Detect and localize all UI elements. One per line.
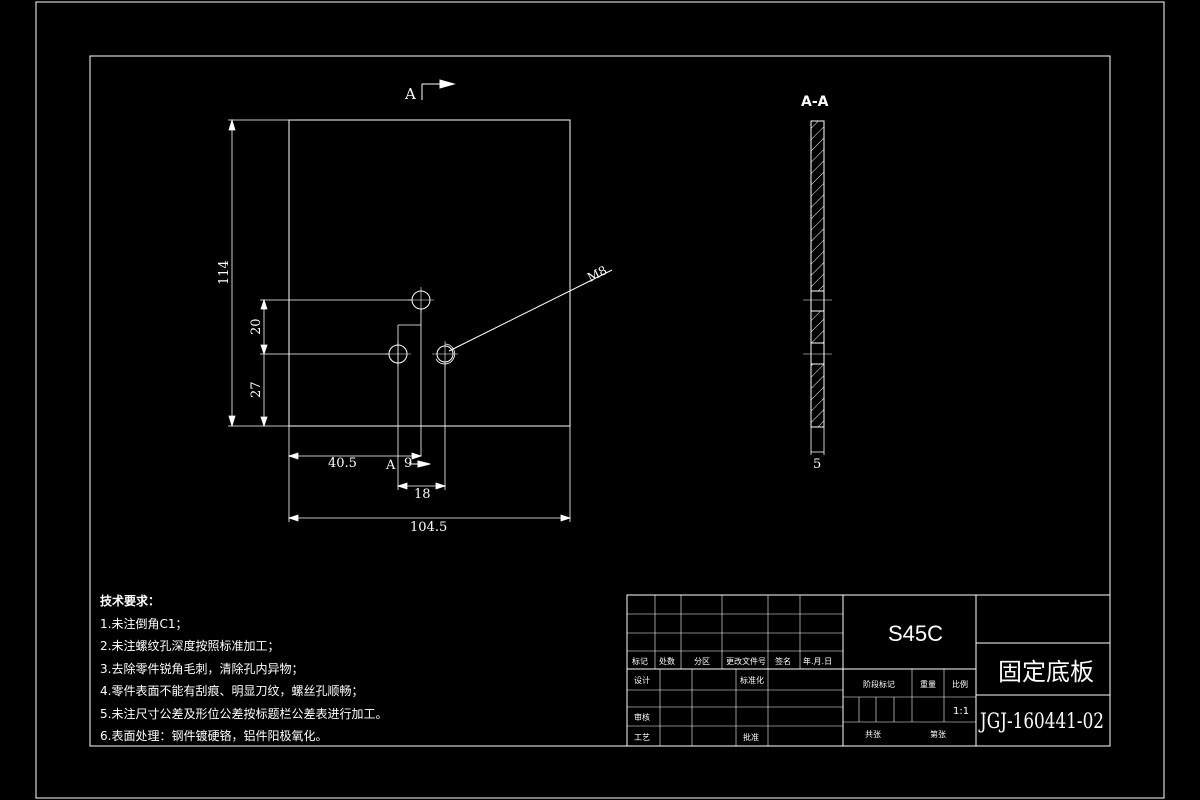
drawing-number-text: JGJ-160441-02 — [978, 709, 1104, 733]
outer-border — [35, 1, 1165, 799]
tech-item: 1.未注倒角C1； — [100, 616, 188, 631]
thread-leader — [448, 269, 613, 352]
header-zone: 分区 — [694, 657, 710, 666]
tech-item: 5.未注尺寸公差及形位公差按标题栏公差表进行加工。 — [100, 706, 388, 721]
inner-frame — [89, 55, 1111, 747]
dim-hole-dx: 18 — [414, 487, 431, 502]
header-signature: 签名 — [775, 656, 791, 666]
label-scale: 比例 — [952, 679, 968, 689]
dim-thickness: 5 — [813, 457, 821, 472]
section-label-top: A — [404, 85, 416, 103]
thread-label: M8 — [585, 263, 609, 285]
part-name-text: 固定底板 — [998, 658, 1094, 686]
dim-height-lower: 27 — [249, 381, 264, 398]
header-mark: 标记 — [632, 656, 648, 666]
section-view — [803, 120, 832, 455]
label-sheet-total: 共张 — [865, 730, 881, 739]
tech-item: 4.零件表面不能有刮痕、明显刀纹，螺丝孔顺畅； — [100, 684, 364, 698]
header-date: 年.月.日 — [803, 656, 832, 666]
label-process: 工艺 — [634, 733, 650, 742]
extension-lines — [228, 119, 571, 522]
label-review: 审核 — [634, 712, 650, 722]
section-arrow-bottom — [409, 460, 431, 468]
dim-offset-x: 40.5 — [328, 456, 357, 471]
dim-height-upper: 20 — [249, 318, 264, 335]
label-approve: 批准 — [743, 732, 759, 742]
header-count: 处数 — [659, 656, 675, 666]
label-sheet-no: 第张 — [930, 729, 946, 739]
section-label-bottom: A — [385, 458, 396, 473]
header-change-doc: 更改文件号 — [726, 656, 766, 666]
tech-requirements-title: 技术要求： — [100, 594, 161, 608]
section-title: A-A — [801, 94, 829, 110]
tech-item: 2.未注螺纹孔深度按照标准加工； — [100, 639, 280, 653]
label-stage-mark: 阶段标记 — [863, 679, 895, 689]
tech-item: 3.去除零件锐角毛刺，清除孔内异物； — [100, 661, 304, 676]
material-text: S45C — [888, 621, 943, 646]
dim-hole-small: 9 — [404, 456, 412, 471]
label-design: 设计 — [634, 675, 650, 685]
threaded-hole — [432, 341, 458, 367]
scale-text: 1:1 — [953, 706, 969, 717]
tech-item: 6.表面处理：钢件镀硬铬，铝件阳极氧化。 — [100, 729, 328, 743]
technical-requirements: 技术要求： 1.未注倒角C1； 2.未注螺纹孔深度按照标准加工； 3.去除零件锐… — [100, 590, 387, 748]
dim-height-total: 114 — [217, 260, 232, 285]
section-arrow-top — [421, 79, 456, 100]
label-weight: 重量 — [920, 679, 936, 689]
plate-outline — [288, 119, 571, 427]
label-standardize: 标准化 — [740, 675, 764, 685]
title-block — [626, 594, 1111, 747]
dim-width-total: 104.5 — [410, 520, 447, 535]
dimension-lines — [228, 118, 572, 522]
